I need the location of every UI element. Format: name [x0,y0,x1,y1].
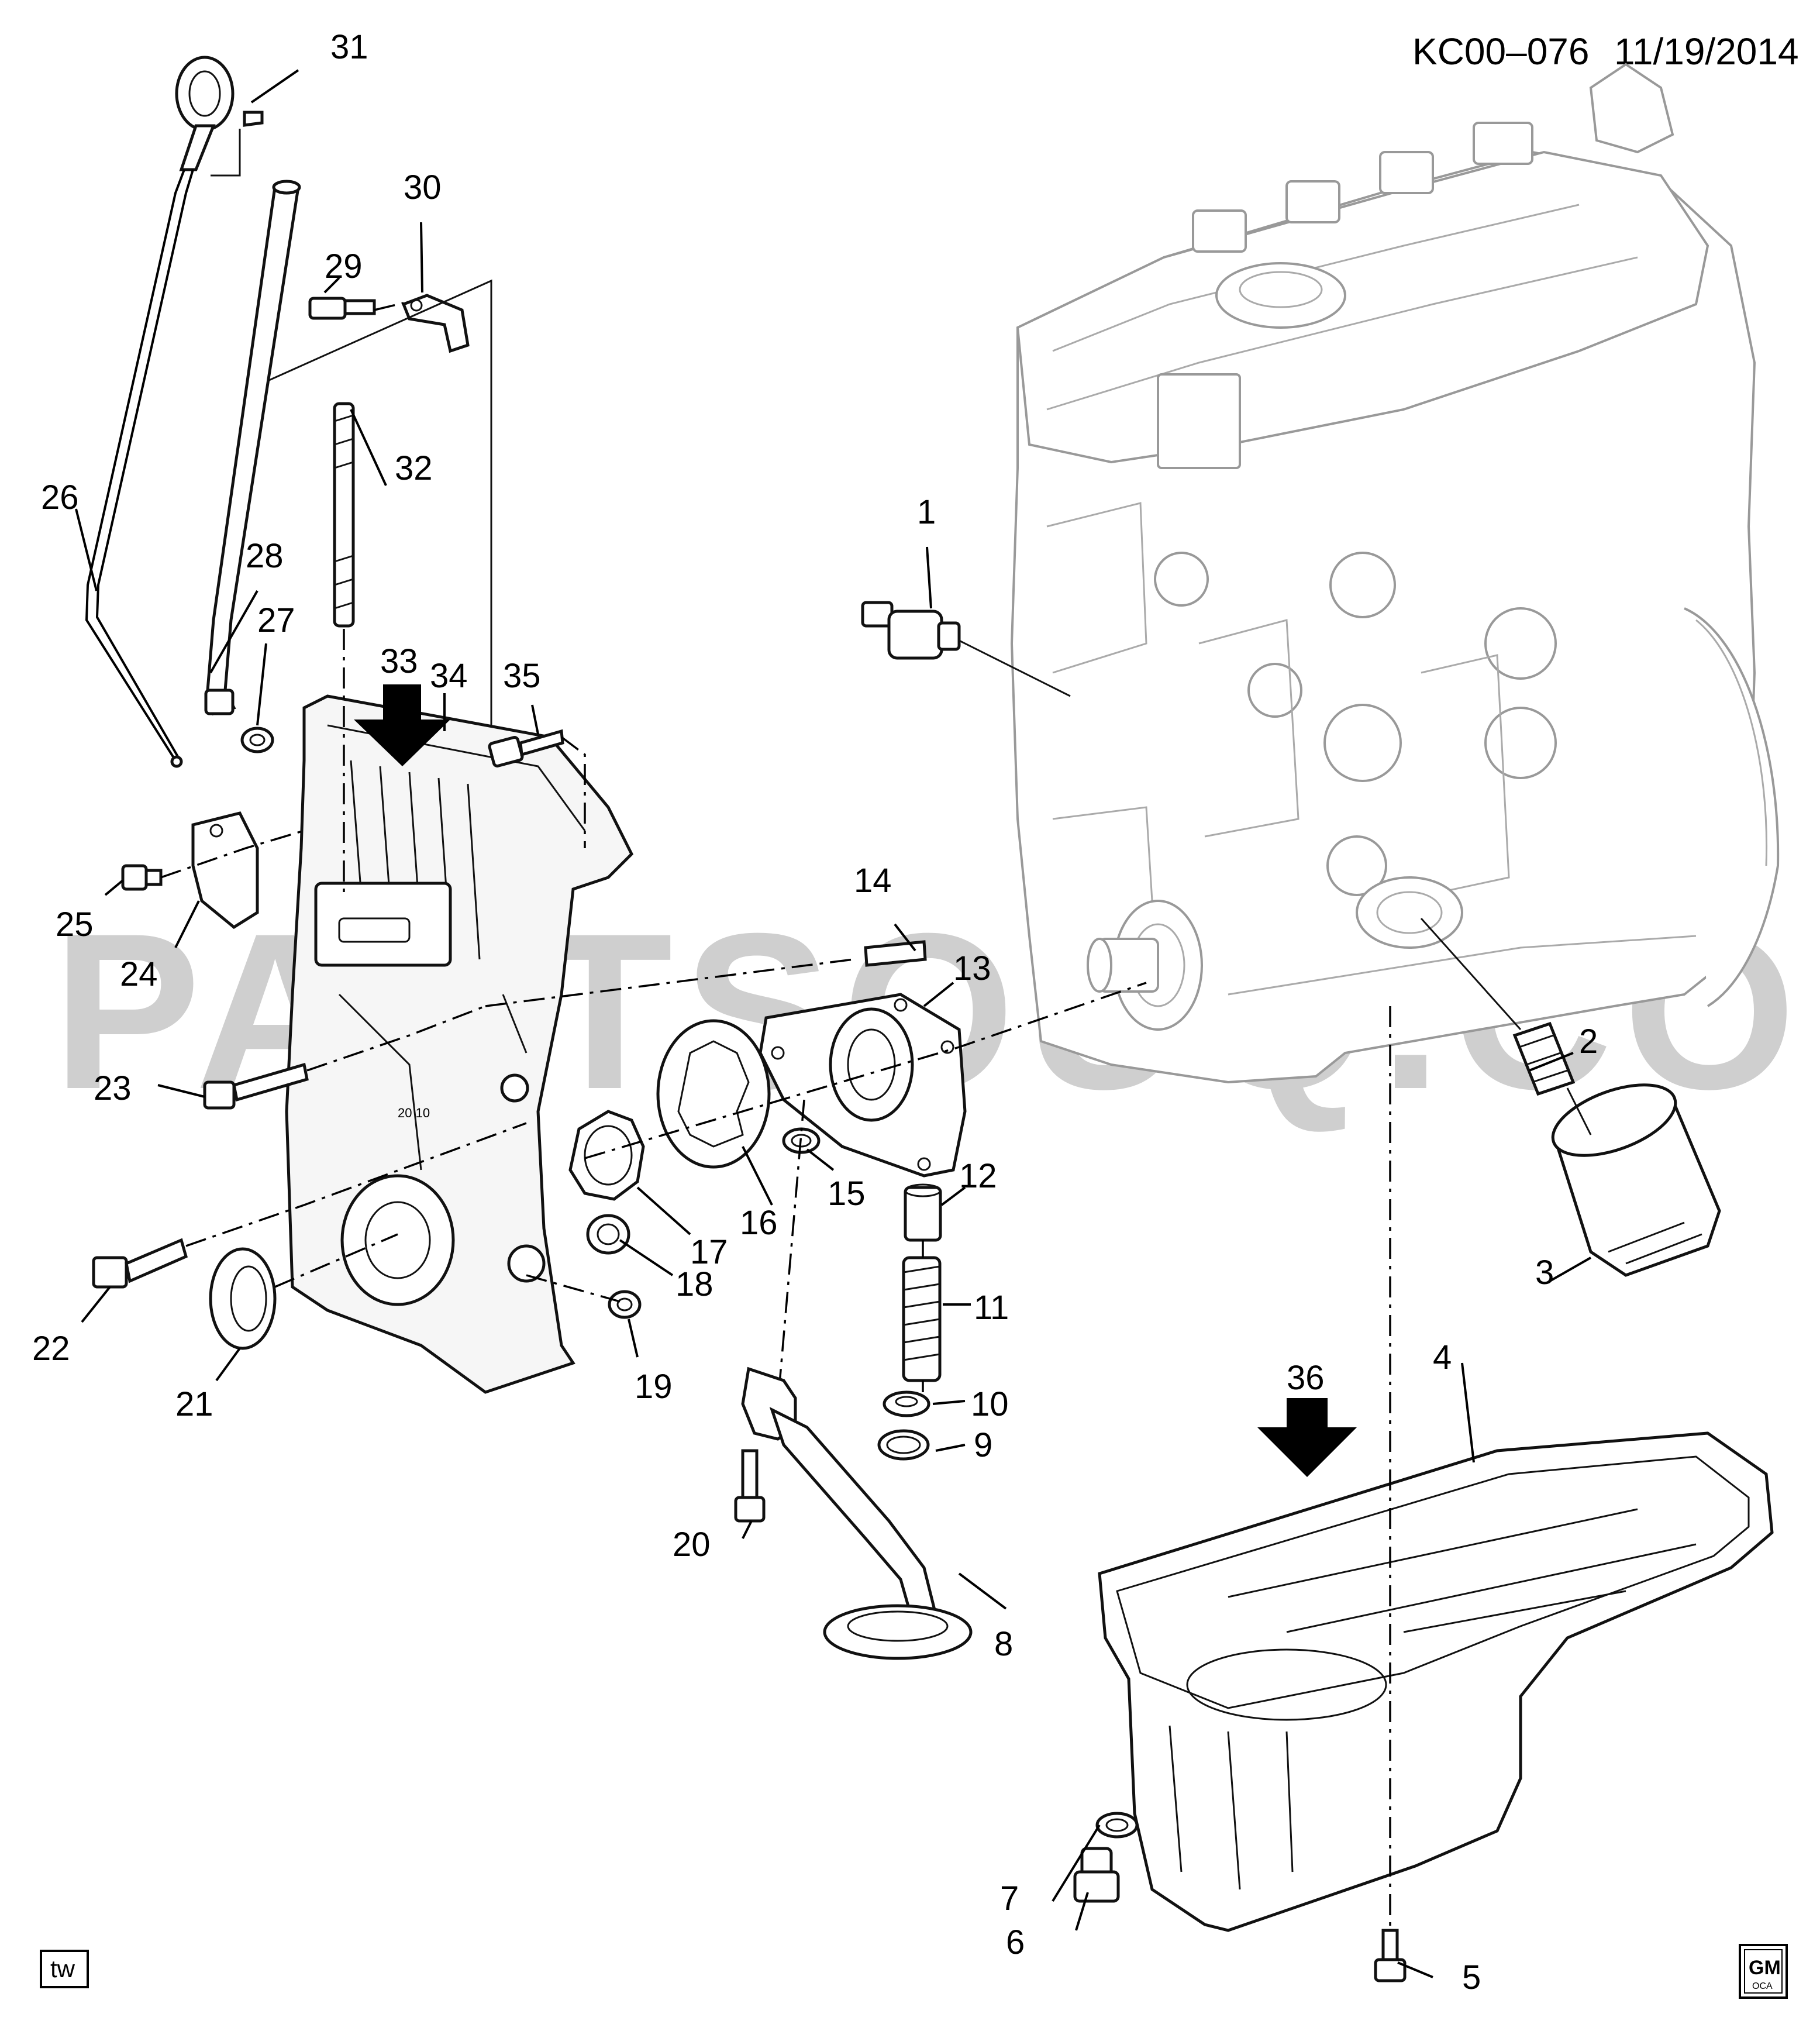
callout-30: 30 [404,168,442,206]
relief-valve [904,1183,942,1242]
screen-bolt [734,1449,766,1523]
svg-text:GM: GM [1749,1957,1781,1979]
oil-filter [1551,1083,1721,1277]
callout-33: 33 [380,642,418,680]
cover-stud [333,402,355,628]
callout-7: 7 [1000,1879,1019,1918]
callout-15: 15 [828,1175,866,1213]
callout-12: 12 [959,1157,997,1195]
relief-valve-retainer-ring [877,1429,930,1461]
callout-21: 21 [175,1385,213,1423]
callout-14: 14 [854,862,892,900]
engine-front-cover: 20 10 [285,694,634,1394]
oil-filter-fitting [1512,1021,1576,1096]
leader-lines [75,69,1591,1978]
oil-pan-drain-plug [1073,1847,1120,1903]
oil-level-dipstick [85,56,235,768]
oil-pan [1098,1431,1774,1932]
callout-29: 29 [325,247,363,285]
callout-26: 26 [41,479,79,517]
oil-pump-housing [759,993,967,1178]
callout-25: 25 [56,906,94,944]
dipstick-clip [243,111,264,127]
crankshaft-sprocket [1087,900,1203,1031]
cover-bolt-upper [488,729,564,767]
callout-5: 5 [1462,1958,1481,1996]
callout-10: 10 [971,1385,1009,1423]
access-cover-plate [191,811,259,930]
relief-valve-spring [902,1256,942,1382]
access-cover-bolt [121,864,163,891]
diagram-code: KC00–076 [1412,30,1589,73]
callout-24: 24 [120,955,158,993]
svg-text:tw: tw [50,1955,75,1982]
callout-6: 6 [1006,1923,1025,1961]
callout-19: 19 [635,1368,673,1406]
oil-pump-inner-rotor [568,1110,645,1201]
diagram-date: 11/19/2014 [1614,30,1799,73]
callout-36: 36 [1287,1359,1325,1397]
callout-32: 32 [395,449,433,487]
drain-plug-washer [1095,1812,1139,1839]
callout-11: 11 [974,1289,1009,1327]
cover-bolt-lower [92,1238,188,1289]
callout-18: 18 [675,1265,713,1303]
engine-assembly [1010,63,1780,1084]
callout-27: 27 [257,601,295,639]
callout-2: 2 [1579,1023,1598,1061]
svg-text:20 10: 20 10 [398,1106,430,1120]
pump-nut [608,1290,642,1319]
tw-tag: tw [40,1950,89,1988]
callout-labels: 1 2 3 4 5 6 7 8 9 10 11 12 13 14 15 16 1… [32,28,1598,1996]
callout-9: 9 [974,1426,992,1464]
callout-8: 8 [994,1625,1013,1663]
view-arrow-36 [1257,1398,1357,1477]
callout-20: 20 [673,1526,711,1564]
tube-bracket [401,294,470,353]
callout-16: 16 [740,1204,778,1242]
callout-17: 17 [690,1233,728,1271]
callout-1: 1 [917,493,936,531]
callout-3: 3 [1535,1254,1554,1292]
callout-4: 4 [1433,1338,1452,1376]
svg-text:OCA: OCA [1752,1981,1773,1991]
bracket-bolt [308,297,376,320]
callout-35: 35 [503,657,541,695]
view-arrow-33 [354,684,450,766]
oil-pump-outer-rotor [656,1019,771,1169]
callout-28: 28 [246,537,284,575]
cover-bolt-middle [203,1062,309,1110]
tube-o-ring [240,727,274,753]
callout-31: 31 [330,28,368,66]
oil-pressure-switch [861,601,961,660]
callout-22: 22 [32,1330,70,1368]
pump-cover-screw [864,940,927,967]
front-crankshaft-seal [209,1247,277,1350]
pump-o-ring-large [586,1214,630,1255]
relief-valve-cap [883,1390,930,1417]
oil-pump-screen [741,1366,973,1660]
callout-13: 13 [953,949,991,987]
gm-logo: GM OCA [1739,1944,1788,1999]
oil-level-indicator-tube [204,180,301,716]
callout-34: 34 [430,657,468,695]
oil-pan-bolt [1374,1929,1407,1982]
callout-23: 23 [94,1069,132,1107]
